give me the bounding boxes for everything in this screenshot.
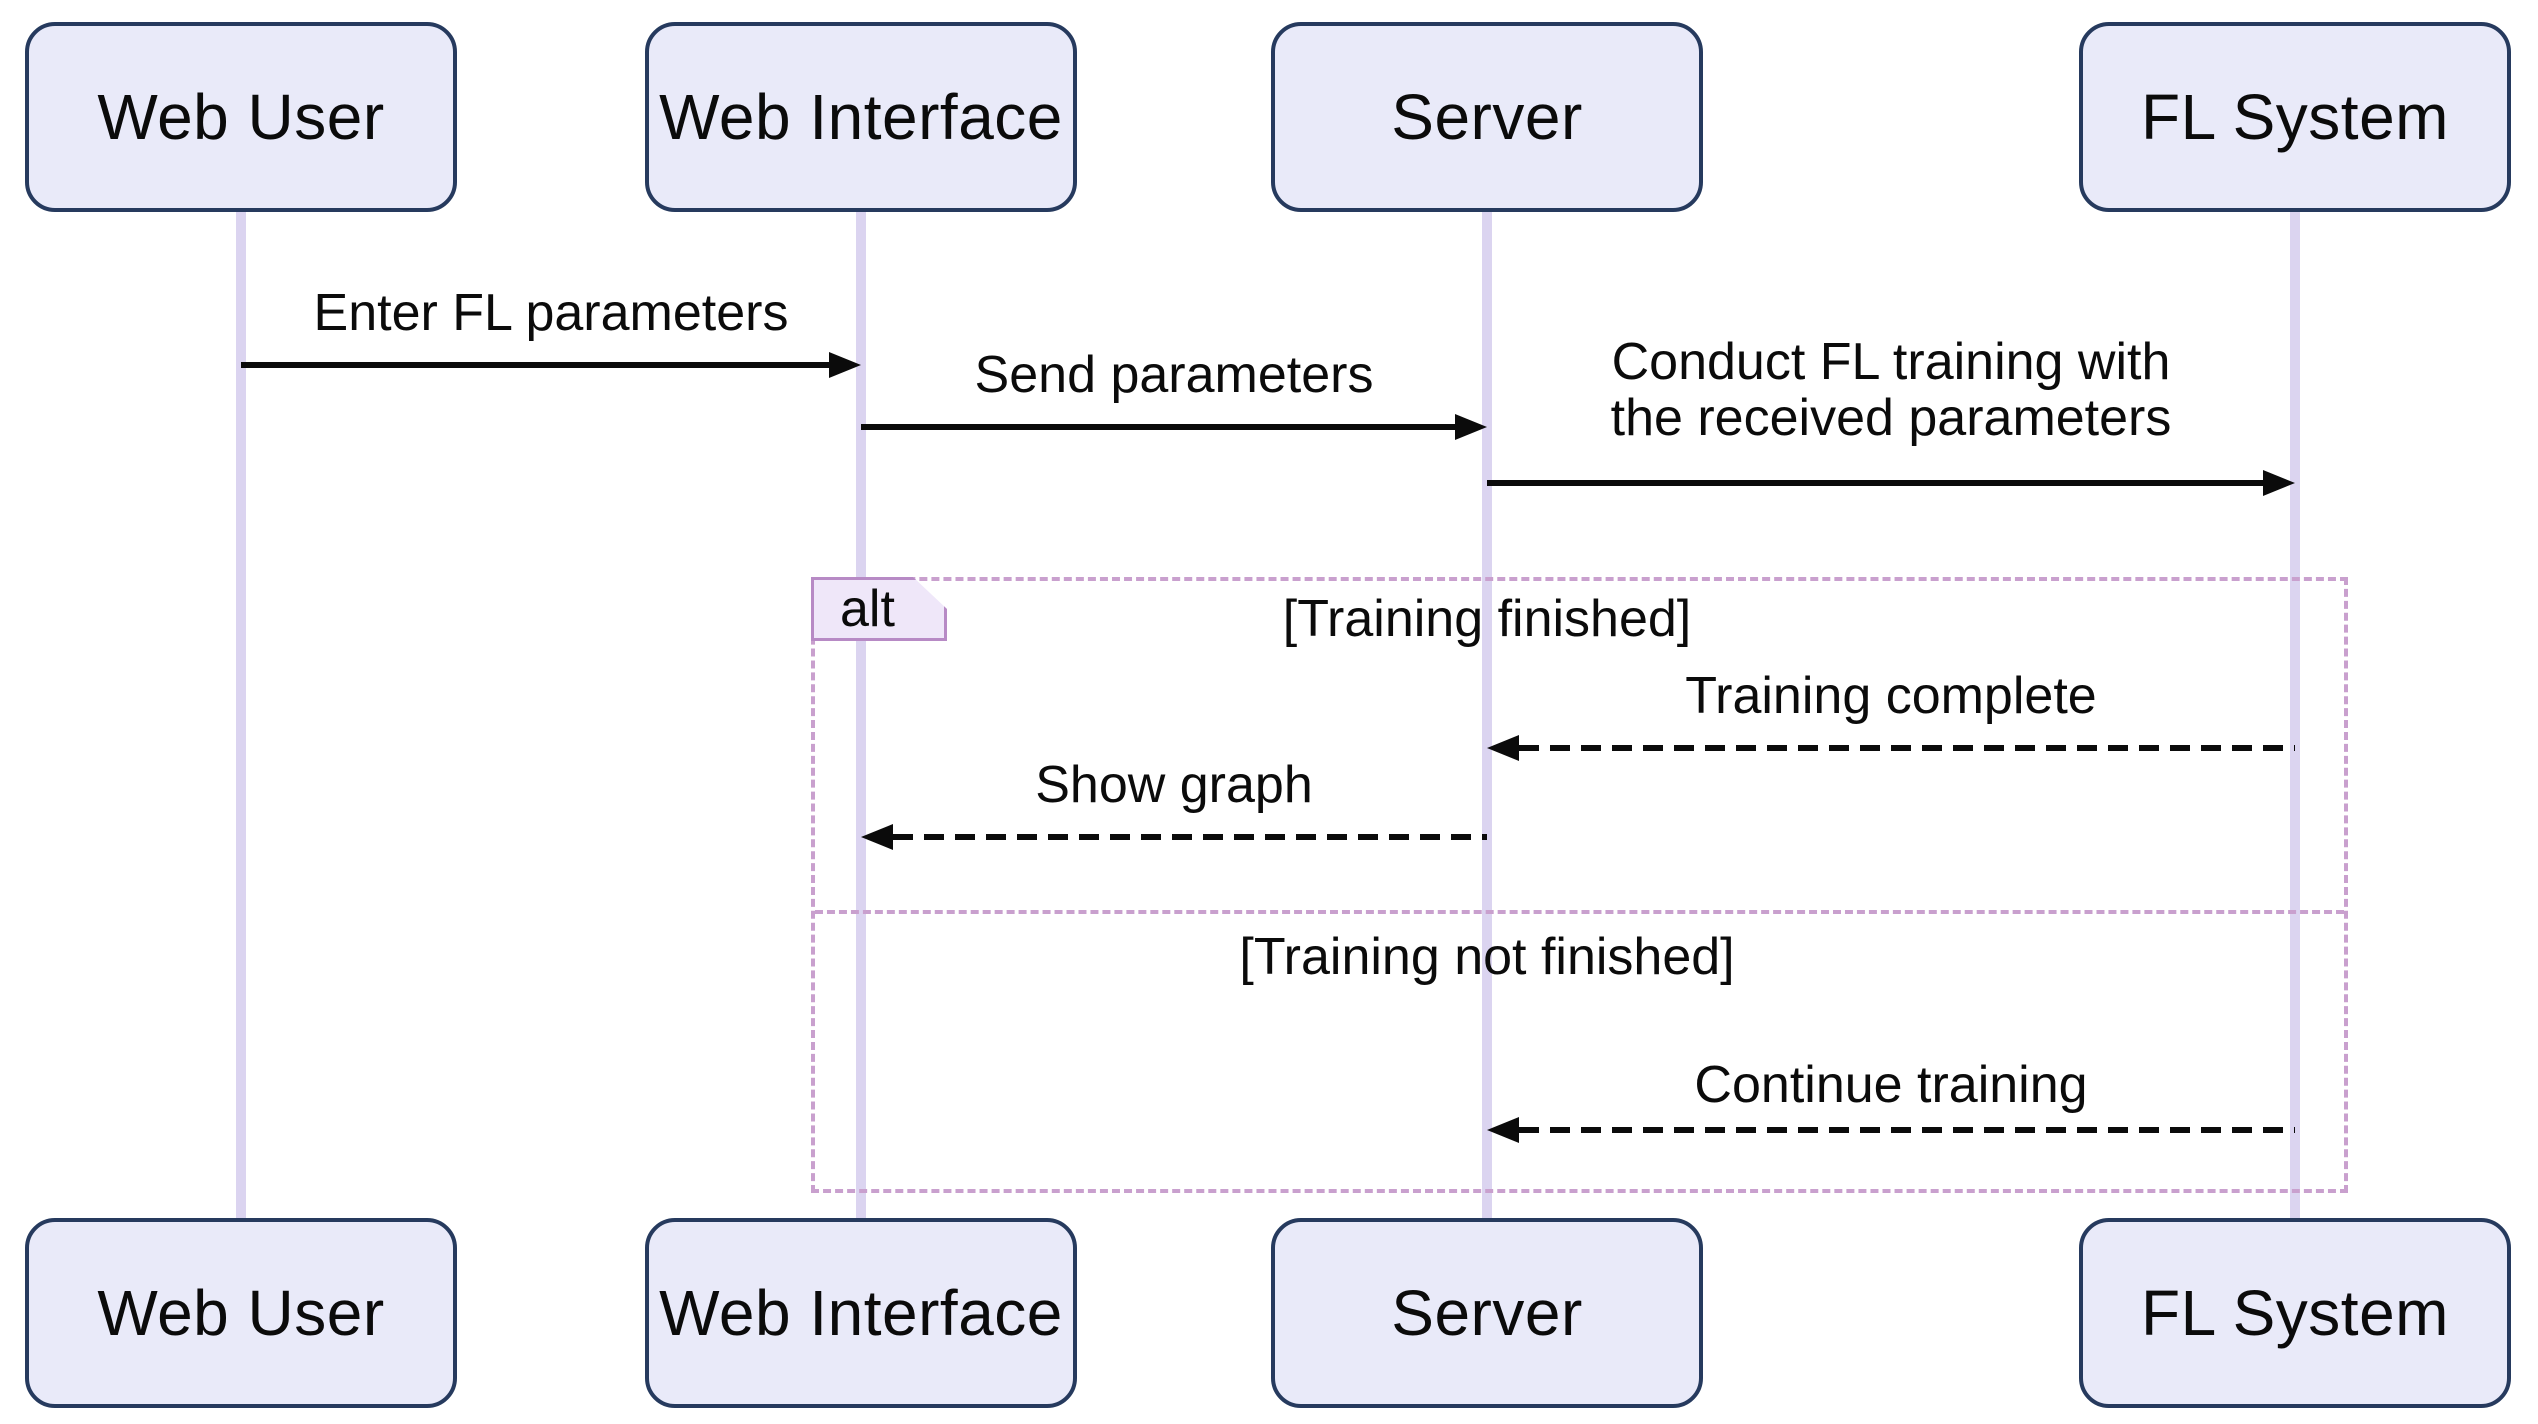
alt-frame: alt	[811, 577, 2348, 1193]
guard-training-not-finished: [Training not finished]	[1239, 928, 1735, 986]
message-label-enter-fl-parameters: Enter FL parameters	[313, 284, 789, 342]
actor-fl-system-top: FL System	[2079, 22, 2511, 212]
lifeline-fl-system	[2290, 212, 2300, 1218]
actor-web-user-top: Web User	[25, 22, 457, 212]
actor-label: Web User	[97, 81, 385, 153]
message-label-send-parameters: Send parameters	[974, 346, 1374, 404]
arrowhead-left-icon	[1487, 1117, 1519, 1143]
message-label-show-graph: Show graph	[1035, 756, 1313, 814]
message-line-training-complete	[1519, 745, 2295, 751]
actor-web-interface-bottom: Web Interface	[645, 1218, 1077, 1408]
message-label-conduct-fl-training: Conduct FL training with the received pa…	[1611, 334, 2172, 446]
actor-server-bottom: Server	[1271, 1218, 1703, 1408]
lifeline-server	[1482, 212, 1492, 1218]
actor-label: Server	[1391, 1277, 1583, 1349]
actor-label: FL System	[2141, 81, 2449, 153]
actor-web-interface-top: Web Interface	[645, 22, 1077, 212]
actor-label: Web Interface	[659, 1277, 1063, 1349]
message-label-line2: the received parameters	[1610, 389, 2172, 447]
alt-frame-label-text: alt	[840, 580, 895, 638]
actor-label: FL System	[2141, 1277, 2449, 1349]
lifeline-web-interface	[856, 212, 866, 1218]
actor-label: Web Interface	[659, 81, 1063, 153]
arrowhead-right-icon	[2263, 470, 2295, 496]
message-line-send-parameters	[861, 424, 1455, 430]
actor-fl-system-bottom: FL System	[2079, 1218, 2511, 1408]
lifeline-web-user	[236, 212, 246, 1218]
arrowhead-right-icon	[829, 352, 861, 378]
arrowhead-left-icon	[861, 824, 893, 850]
message-label-line1: Conduct FL training with	[1611, 333, 2171, 391]
message-line-show-graph	[893, 834, 1487, 840]
actor-server-top: Server	[1271, 22, 1703, 212]
message-label-continue-training: Continue training	[1694, 1056, 2088, 1114]
alt-frame-label: alt	[811, 577, 947, 641]
message-line-enter-fl-parameters	[241, 362, 829, 368]
actor-label: Server	[1391, 81, 1583, 153]
arrowhead-right-icon	[1455, 414, 1487, 440]
actor-web-user-bottom: Web User	[25, 1218, 457, 1408]
guard-training-finished: [Training finished]	[1282, 590, 1692, 648]
message-label-training-complete: Training complete	[1685, 667, 2097, 725]
alt-section-divider	[815, 910, 2344, 914]
actor-label: Web User	[97, 1277, 385, 1349]
message-line-continue-training	[1519, 1127, 2295, 1133]
message-line-conduct-fl-training	[1487, 480, 2263, 486]
arrowhead-left-icon	[1487, 735, 1519, 761]
